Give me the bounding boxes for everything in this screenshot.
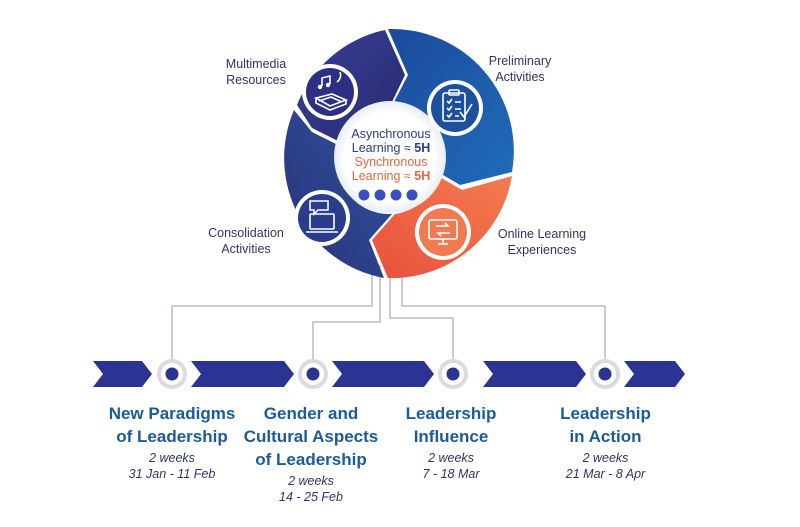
async-learning-text: Asynchronous Learning ≈ 5H <box>351 127 431 155</box>
clipboard-checklist-icon <box>427 80 483 136</box>
module-dates: 31 Jan - 11 Feb <box>128 467 216 481</box>
label-preliminary-activities: Preliminary Activities <box>488 54 552 84</box>
monitor-exchange-icon <box>415 204 471 260</box>
timeline-arrow-4 <box>483 361 586 387</box>
label-online-learning-experiences: Online Learning Experiences <box>497 227 587 257</box>
module-duration: 2 weeks <box>288 474 334 488</box>
module-title: Leadership in Action <box>560 404 651 446</box>
timeline-arrow-1 <box>93 361 152 387</box>
timeline-nodes <box>157 359 620 389</box>
timeline-node-1 <box>157 359 187 389</box>
timeline-arrow-2 <box>191 361 294 387</box>
label-consolidation-activities: Consolidation Activities <box>208 226 284 256</box>
module-new-paradigms: New Paradigms of Leadership 2 weeks 31 J… <box>97 402 247 482</box>
module-duration: 2 weeks <box>582 451 629 465</box>
timeline-node-2 <box>298 359 328 389</box>
connector-lines <box>171 265 606 362</box>
laptop-chat-icon <box>294 190 350 246</box>
module-leadership-influence: Leadership Influence 2 weeks 7 - 18 Mar <box>386 402 516 482</box>
sync-learning-text: Synchronous Learning ≈ 5H <box>351 155 431 183</box>
module-title: Leadership Influence <box>405 404 497 446</box>
label-multimedia-resources: Multimedia Resources <box>225 57 287 87</box>
timeline-arrow-5 <box>624 361 685 387</box>
timeline-node-4 <box>590 359 620 389</box>
music-book-icon <box>302 64 358 120</box>
module-leadership-in-action: Leadership in Action 2 weeks 21 Mar - 8 … <box>538 402 673 482</box>
timeline-arrow-3 <box>332 361 434 387</box>
segment-consolidation <box>284 110 392 278</box>
module-duration: 2 weeks <box>428 451 474 465</box>
timeline-node-3 <box>438 359 468 389</box>
module-dates: 7 - 18 Mar <box>422 467 480 481</box>
center-dots <box>356 187 420 203</box>
module-dates: 21 Mar - 8 Apr <box>565 467 646 481</box>
module-title: Gender and Cultural Aspects of Leadershi… <box>243 404 379 469</box>
module-gender-cultural: Gender and Cultural Aspects of Leadershi… <box>231 402 391 505</box>
center-disk <box>334 101 446 213</box>
timeline-arrows <box>93 361 685 387</box>
module-duration: 2 weeks <box>149 451 195 465</box>
module-title: New Paradigms of Leadership <box>108 404 236 446</box>
module-dates: 14 - 25 Feb <box>279 490 343 504</box>
